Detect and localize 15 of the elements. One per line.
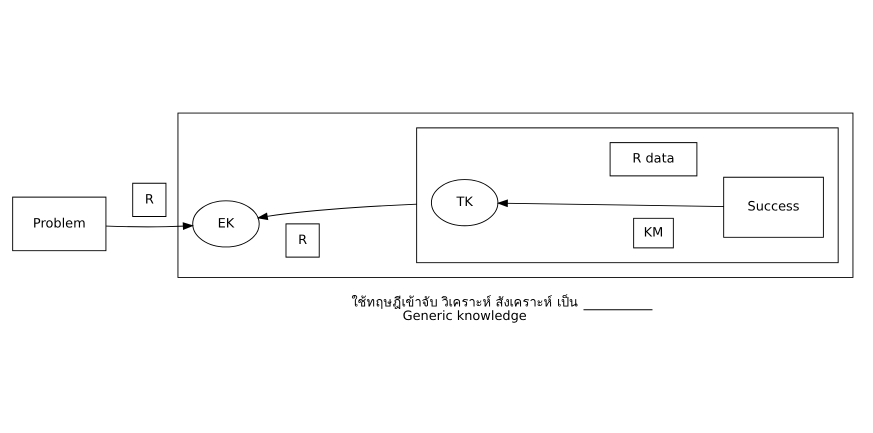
node-box: Success [723,176,824,238]
node-box: KM [633,218,674,248]
node-text: ใช้ทฤษฎีเข้าจับ วิเคราะห์ สังเคราะห์ เป็น Generic knowledge [352,295,578,324]
connector [583,309,653,310]
arrow [496,199,724,208]
node-box: R data [610,142,698,176]
node-ellipse: TK [430,179,498,226]
cluster [177,112,854,278]
node-box: Problem [12,196,106,252]
arrow [106,222,194,230]
node-box: R [286,223,320,258]
node-ellipse: EK [192,200,260,248]
arrow [256,204,418,220]
node-box: R [132,182,166,217]
cluster [416,127,839,264]
